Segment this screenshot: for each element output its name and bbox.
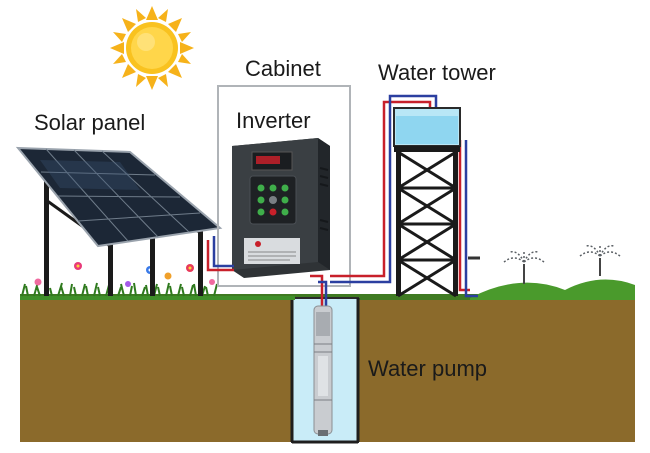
grass-field [20, 279, 635, 300]
inverter-to-pump-wires [310, 274, 328, 310]
submersible-pump-icon [313, 305, 333, 436]
cabinet-frame [217, 85, 351, 287]
solar-panel-icon [15, 146, 223, 296]
outlet-pipe [458, 140, 480, 298]
label-inverter: Inverter [236, 108, 311, 133]
label-water-pump: Water pump [368, 356, 488, 381]
water-tower-icon [393, 107, 461, 298]
label-solar-panel: Solar panel [34, 110, 146, 135]
grass-tufts [21, 281, 218, 297]
panel-to-inverter-wires [206, 236, 234, 272]
sprinkler-icon [503, 244, 621, 284]
inverter-icon [232, 138, 330, 278]
delivery-pipe [330, 94, 438, 284]
sun-icon [110, 6, 194, 90]
label-cabinet: Cabinet [245, 56, 321, 81]
label-water-tower: Water tower [378, 60, 496, 85]
ground [20, 294, 635, 444]
